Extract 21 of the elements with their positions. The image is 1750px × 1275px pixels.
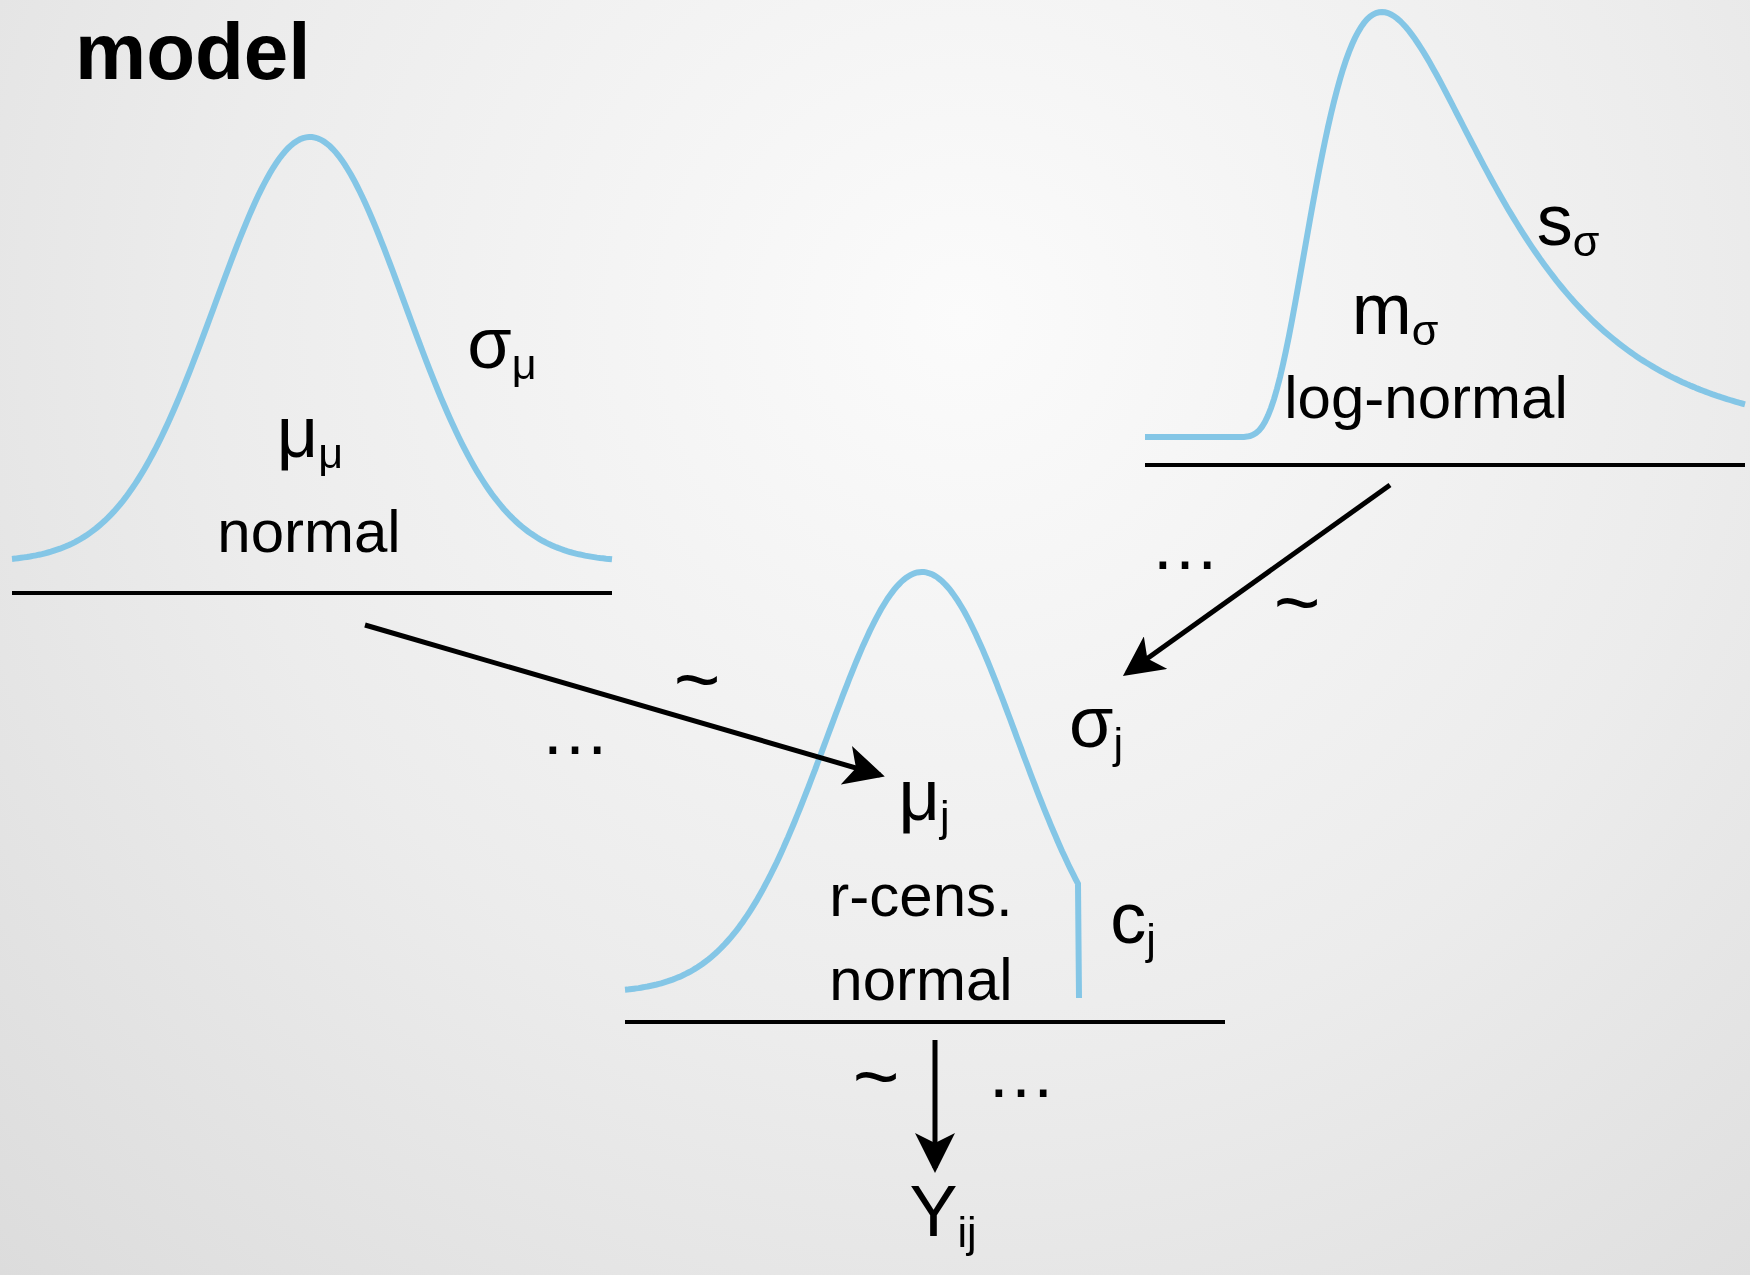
edge-label: ~ xyxy=(673,640,721,720)
variable-symbol: Y$_{ij}$ xyxy=(909,1175,977,1254)
distribution-name: log-normal xyxy=(1284,368,1568,428)
parameter-symbol: c$_{j}$ xyxy=(1110,882,1156,961)
ellipsis: … xyxy=(986,1038,1056,1108)
distribution-name: r-cens. normal xyxy=(828,861,1014,1015)
title: model xyxy=(75,12,311,92)
edge-label: ~ xyxy=(852,1037,900,1117)
parameter-symbol: μ$_{j}$ xyxy=(898,759,950,838)
arrow xyxy=(915,1040,955,1173)
parameter-symbol: σ$_{j}$ xyxy=(1069,686,1123,765)
ellipsis: … xyxy=(1150,510,1220,580)
distribution-name: normal xyxy=(217,502,401,562)
parameter-symbol: μ$_{μ}$ xyxy=(276,396,344,475)
ellipsis: … xyxy=(540,695,610,765)
parameter-symbol: s$_{σ}$ xyxy=(1536,184,1600,263)
edge-label: ~ xyxy=(1273,563,1321,643)
parameter-symbol: m$_{σ}$ xyxy=(1351,273,1439,352)
arrow xyxy=(1122,482,1392,676)
parameter-symbol: σ$_{μ}$ xyxy=(467,307,537,386)
arrow xyxy=(364,622,885,785)
